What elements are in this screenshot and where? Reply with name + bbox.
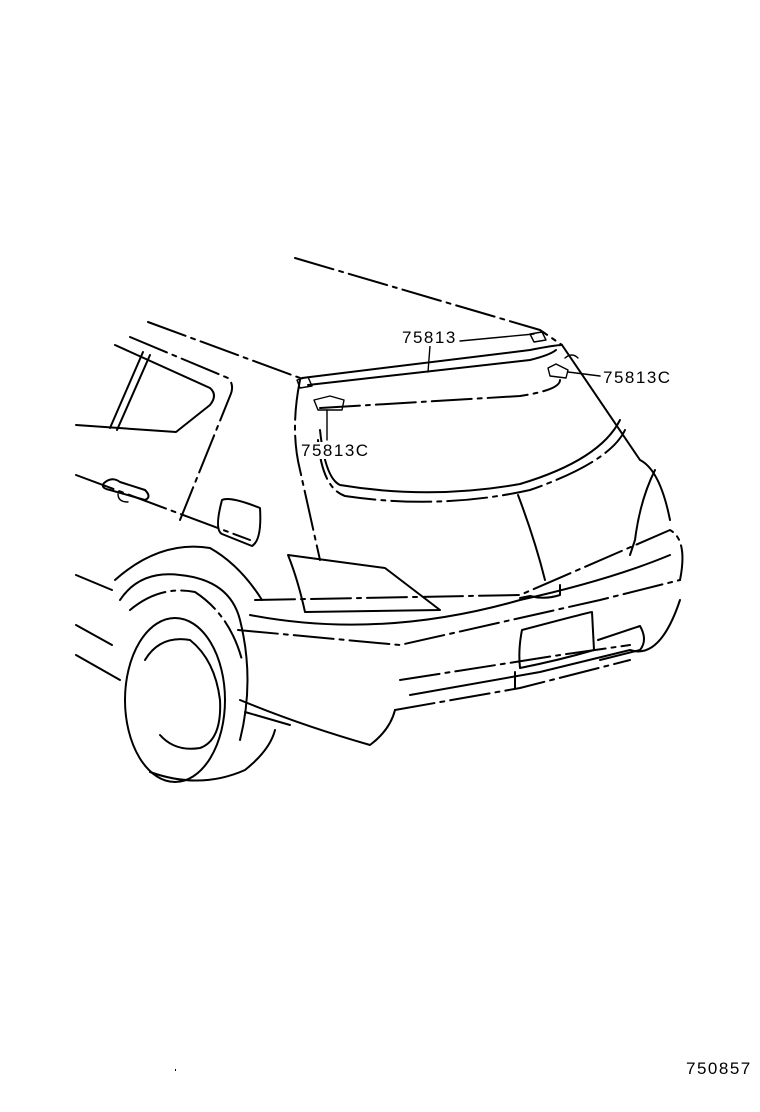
callout-75813c-left[interactable]: 75813C <box>300 441 371 460</box>
figure-number: 750857 <box>686 1059 752 1078</box>
callout-75813c-right[interactable]: 75813C <box>602 368 673 387</box>
callout-75813[interactable]: 75813 <box>401 328 458 347</box>
stray-dot <box>175 1069 176 1071</box>
